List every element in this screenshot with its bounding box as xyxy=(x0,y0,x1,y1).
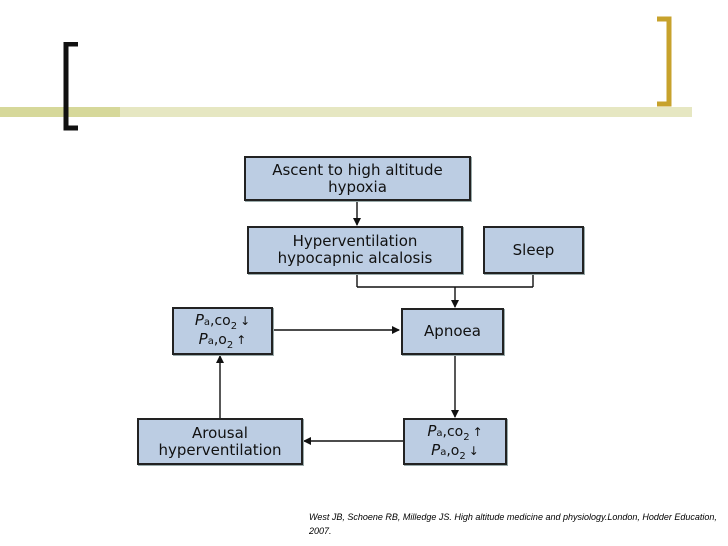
gas-left-box: Pa,co2↓ Pa,o2↑ xyxy=(172,307,273,355)
gas-right-row-2-num: 2 xyxy=(459,450,466,462)
gas-right-row-2: Pa,o2↓ xyxy=(431,440,479,462)
gas-right-row-2-gas: ,o xyxy=(446,442,460,459)
apnoea-label: Apnoea xyxy=(424,322,481,340)
gas-left-row-2-gas: ,o xyxy=(213,332,227,348)
gas-left-row-2-num: 2 xyxy=(226,340,234,351)
ascent-line-2: hypoxia xyxy=(328,177,387,196)
gas-right-row-2-arrow: ↓ xyxy=(468,443,479,458)
gas-left-row-1-arrow: ↓ xyxy=(240,314,251,328)
apnoea-box: Apnoea xyxy=(401,308,504,355)
gas-right-row-2-sub: a xyxy=(440,446,447,458)
gas-left-row-1-sub: a xyxy=(203,317,211,328)
gas-left-row-1-gas: ,co xyxy=(210,313,231,329)
gas-right-row-1-gas: ,co xyxy=(442,423,464,440)
gas-right-row-1-num: 2 xyxy=(463,431,470,443)
gas-left-row-2-sub: a xyxy=(207,336,214,347)
hyperventilation-line-2: hypocapnic alcalosis xyxy=(277,249,433,267)
gas-left-row-2-arrow: ↑ xyxy=(236,333,247,347)
gas-right-row-1-arrow: ↑ xyxy=(472,424,483,439)
citation: West JB, Schoene RB, Milledge JS. High a… xyxy=(309,512,717,536)
arousal-line-1: Arousal xyxy=(192,423,248,442)
sleep-label: Sleep xyxy=(512,240,555,259)
ascent-line-1: Ascent to high altitude xyxy=(272,160,443,179)
sleep-box: Sleep xyxy=(483,226,584,274)
gas-left-row-2: Pa,o2↑ xyxy=(198,330,247,351)
gas-right-row-1-p: P xyxy=(427,421,437,440)
gas-left-row-1: Pa,co2↓ xyxy=(194,311,251,332)
hyperventilation-line-1: Hyperventilation xyxy=(292,232,418,250)
gas-right-box: Pa,co2↑ Pa,o2↓ xyxy=(403,418,507,465)
gas-left-row-2-p: P xyxy=(198,330,208,348)
arousal-line-2: hyperventilation xyxy=(158,440,282,459)
title-bar xyxy=(0,107,692,117)
left-bracket xyxy=(63,42,78,131)
gas-left-row-1-num: 2 xyxy=(230,321,238,332)
gas-right-row-1: Pa,co2↑ xyxy=(427,421,483,443)
right-bracket xyxy=(657,16,672,107)
gas-left-row-1-p: P xyxy=(194,311,204,329)
ascent-box: Ascent to high altitude hypoxia xyxy=(244,156,471,201)
gas-right-row-1-sub: a xyxy=(436,427,443,439)
hyperventilation-box: Hyperventilation hypocapnic alcalosis xyxy=(247,226,463,274)
gas-right-row-2-p: P xyxy=(431,440,441,459)
arousal-box: Arousal hyperventilation xyxy=(137,418,303,465)
